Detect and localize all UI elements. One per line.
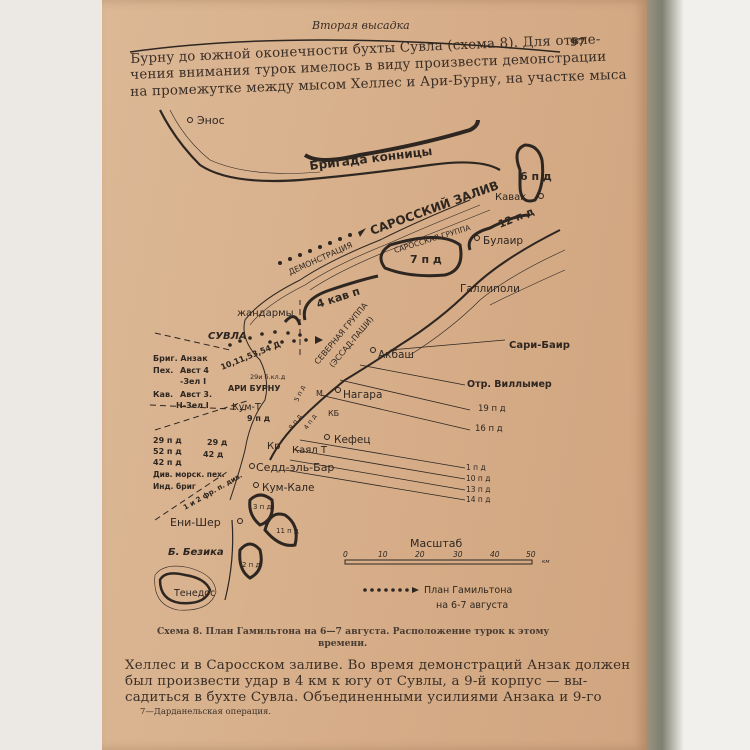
unit-div3: 3 п д: [253, 503, 271, 511]
unit-div11: 11 п д: [276, 527, 299, 535]
place-sedd-el-bar: Седд-эль-Бар: [256, 461, 334, 474]
coastline-peninsula: [229, 199, 471, 501]
div11-position: [263, 512, 298, 547]
scale-unit: км: [542, 559, 549, 565]
book-page: [102, 0, 647, 750]
gendarmes-position: [283, 315, 302, 326]
scale-tick: 10: [378, 550, 388, 559]
place-sari-bair: Сари-Баир: [509, 340, 570, 351]
unit-div8: 8 п д: [287, 412, 304, 431]
place-akbash: Акбаш: [378, 349, 414, 361]
body-line: Хеллес и в Саросском заливе. Во время де…: [125, 658, 631, 673]
unit-div2: 2 п д: [242, 561, 260, 569]
page-number: 97: [570, 36, 586, 49]
allied-label: -Зел I: [180, 377, 206, 386]
div6-position: [515, 143, 545, 203]
unit-div6: 6 п д: [520, 170, 552, 183]
header-rule: [129, 39, 561, 53]
unit-div16: 16 п д: [475, 424, 503, 434]
book-edge: [640, 0, 750, 750]
page-footer: 7—Дарданельская операция.: [140, 707, 272, 717]
scale-tick: 0: [343, 550, 348, 559]
legend-line-1: План Гамильтона: [424, 585, 512, 596]
unit-div29: 29 д: [207, 438, 228, 447]
strait-shore: [269, 229, 561, 461]
allied-label: Пех.: [153, 366, 173, 375]
unit-cavalry-brigade: Бригада конницы: [309, 144, 433, 173]
div12-position: [467, 213, 531, 251]
hamilton-plan-arrow: [228, 228, 366, 347]
place-ari-burnu: АРИ БУРНУ: [228, 384, 281, 393]
allied-label: Авст 3.: [180, 390, 212, 399]
legend-line-2: на 6-7 августа: [436, 600, 508, 611]
place-kayal-t: Каял Т: [292, 445, 328, 456]
place-kavak: Кавак: [495, 192, 526, 203]
unit-div13: 13 п д: [466, 485, 490, 494]
allied-label: Авст 4: [180, 366, 209, 375]
place-m: М.: [316, 389, 325, 398]
place-kum-kale: Кум-Кале: [262, 482, 314, 494]
body-line: садиться в бухте Сувла. Объединенными ус…: [125, 690, 602, 705]
place-kefets: Кефец: [334, 434, 371, 446]
cavalry-brigade-front: [303, 119, 480, 162]
place-enos: Энос: [197, 114, 225, 127]
unit-div14: 14 п д: [466, 495, 490, 504]
place-nagara: Нагара: [343, 389, 382, 401]
allied-label: 42 п д: [153, 458, 182, 467]
tenedos-island: [158, 572, 212, 605]
unit-gendarmes: жандармы: [237, 308, 294, 319]
unit-div9: 9 п д: [247, 414, 271, 423]
div2-position: [238, 542, 263, 580]
unit-div5: 5 п д: [293, 384, 308, 403]
place-eni-sher: Ени-Шер: [170, 516, 221, 529]
scale-title: Масштаб: [410, 537, 462, 550]
allied-label: Див. морск. пех.: [153, 470, 225, 479]
place-kum-t: Кум-Т: [232, 402, 261, 413]
scale-tick: 30: [453, 550, 463, 559]
place-bulair: Булаир: [483, 235, 523, 247]
scale-bar: [344, 559, 533, 565]
div7-position: [379, 236, 463, 278]
unit-div29b: 29и б.кл.д: [250, 373, 286, 381]
detachment-willmer: Отр. Виллымер: [467, 379, 552, 390]
body-line: был произвести удар в 4 км к югу от Сувл…: [125, 674, 588, 689]
scale-tick: 40: [490, 550, 500, 559]
legend-dots: [363, 587, 419, 593]
place-kr: Кр: [267, 441, 280, 452]
saros-gulf-label: САРОССКИЙ ЗАЛИВ: [368, 177, 501, 238]
unit-div1: 1 п д: [466, 463, 486, 472]
scale-tick: 20: [415, 550, 425, 559]
allied-label: 29 п д: [153, 436, 182, 445]
allied-label: Инд. бриг: [153, 482, 196, 491]
unit-div7: 7 п д: [410, 253, 442, 266]
cav4-position: [302, 274, 379, 321]
figure-caption: времени.: [318, 638, 368, 649]
allied-label: Н-Зел I: [176, 401, 209, 410]
place-gallipoli: Галлиполи: [460, 283, 520, 295]
allied-anzac: Бриг. Анзак: [153, 354, 208, 363]
scale-tick: 50: [526, 550, 536, 559]
running-header: Вторая высадка: [312, 19, 410, 32]
allied-label: 52 п д: [153, 447, 182, 456]
coastline-north: [159, 109, 501, 183]
unit-div19: 19 п д: [478, 404, 506, 414]
place-bezika: Б. Безика: [168, 547, 224, 558]
unit-div42: 42 д: [203, 450, 224, 459]
unit-div10: 10 п д: [466, 474, 490, 483]
place-tenedos: Тенедос: [173, 588, 215, 599]
place-suvla: СУВЛА: [208, 331, 247, 342]
unit-div12: 12 п д: [497, 206, 536, 231]
allied-label: Кав.: [153, 390, 173, 399]
place-kb: КБ: [328, 409, 339, 418]
figure-caption: Схема 8. План Гамильтона на 6—7 августа.…: [157, 626, 550, 637]
